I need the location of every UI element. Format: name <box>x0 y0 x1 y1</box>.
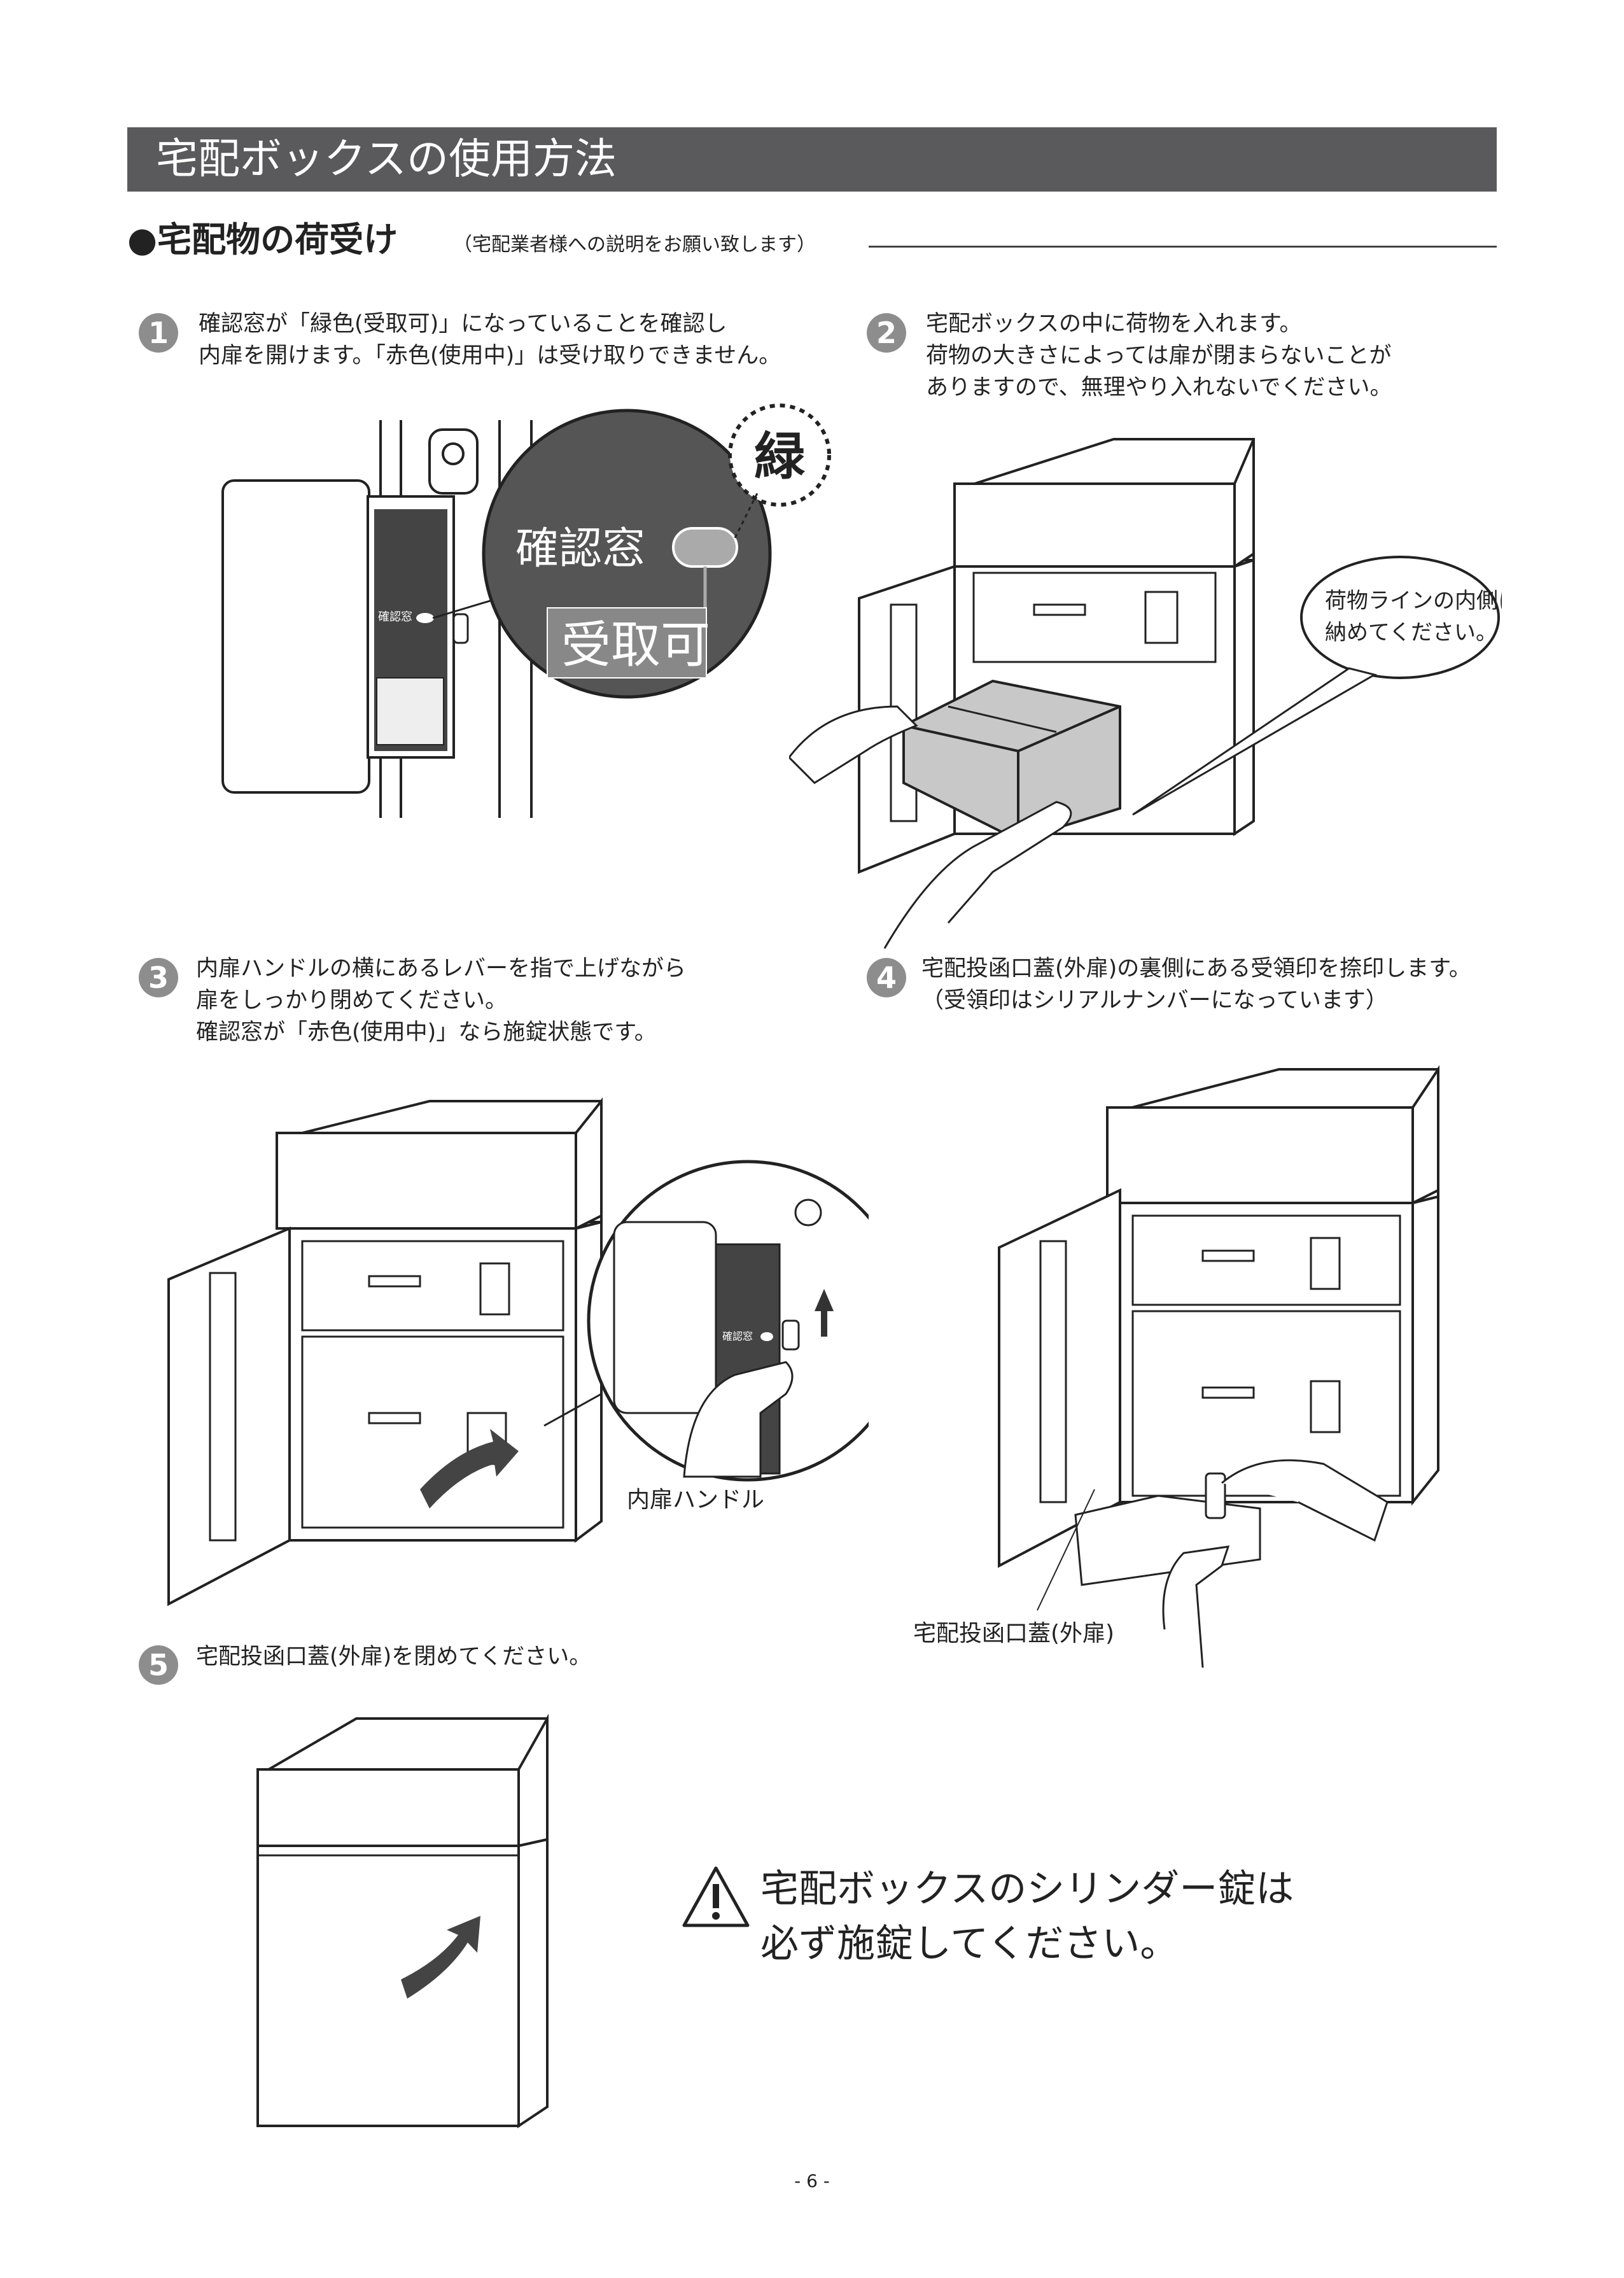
step-1-badge: 1 <box>139 313 178 353</box>
header-banner: 宅配ボックスの使用方法 <box>127 127 1497 192</box>
zoom-confirm-label: 確認窓 <box>515 524 645 574</box>
figure-stamp-receipt <box>998 1065 1439 1668</box>
step-1-text: 確認窓が「緑色(受取可)」になっていることを確認し 内扉を開けます。「赤色(使用… <box>199 308 781 372</box>
panel-label: 確認窓 <box>378 610 412 624</box>
figure-close-inner-door: 確認窓 <box>167 1097 869 1607</box>
step-4-text: 宅配投函口蓋(外扉)の裏側にある受領印を捺印します。 （受領印はシリアルナンバー… <box>921 953 1471 1016</box>
figure-close-outer-door <box>256 1713 549 2128</box>
section-rule <box>869 246 1497 248</box>
page-number: - 6 - <box>794 2170 830 2191</box>
warning-line: 必ず施錠してください。 <box>760 1922 1179 1966</box>
color-label: 緑 <box>754 427 806 486</box>
section-heading: ●宅配物の荷受け <box>127 220 398 260</box>
fig3-caption: 内扉ハンドル <box>627 1487 765 1513</box>
step-3-badge: 3 <box>139 958 178 997</box>
warning-line: 宅配ボックスのシリンダー錠は <box>760 1867 1294 1911</box>
step-2-line: ありますので、無理やり入れないでください。 <box>926 375 1392 400</box>
step-1-line: 確認窓が「緑色(受取可)」になっていることを確認し <box>199 311 727 337</box>
callout-line: 納めてください。 <box>1325 620 1497 645</box>
step-5-line: 宅配投函口蓋(外扉)を閉めてください。 <box>196 1644 592 1670</box>
panel-label: 確認窓 <box>722 1330 753 1342</box>
step-2-badge: 2 <box>867 313 906 353</box>
step-3-text: 内扉ハンドルの横にあるレバーを指で上げながら 扉をしっかり閉めてください。 確認… <box>196 953 686 1048</box>
step-1-line: 内扉を開けます。「赤色(使用中)」は受け取りできません。 <box>199 343 781 369</box>
step-5-text: 宅配投函口蓋(外扉)を閉めてください。 <box>196 1641 591 1673</box>
step-3-line: 確認窓が「赤色(使用中)」なら施錠状態です。 <box>196 1020 657 1045</box>
figure-confirm-window: 確認窓 確認窓 受取可 緑 <box>221 404 831 818</box>
section-note: （宅配業者様への説明をお願い致します） <box>453 234 816 256</box>
step-2-line: 荷物の大きさによっては扉が閉まらないことが <box>926 343 1392 369</box>
step-4-badge: 4 <box>867 958 906 997</box>
step-3-line: 内扉ハンドルの横にあるレバーを指で上げながら <box>196 956 687 981</box>
step-2-line: 宅配ボックスの中に荷物を入れます。 <box>926 311 1302 337</box>
fig4-caption: 宅配投函口蓋(外扉) <box>913 1621 1115 1647</box>
step-4-line: （受領印はシリアルナンバーになっています） <box>921 988 1388 1013</box>
status-label: 受取可 <box>561 617 710 674</box>
step-5-badge: 5 <box>139 1645 178 1685</box>
warning-triangle-icon <box>682 1866 750 1927</box>
figure-insert-package: 荷物ラインの内側に 納めてください。 <box>789 438 1502 949</box>
page-title: 宅配ボックスの使用方法 <box>156 134 617 183</box>
step-3-line: 扉をしっかり閉めてください。 <box>196 988 507 1013</box>
step-4-line: 宅配投函口蓋(外扉)の裏側にある受領印を捺印します。 <box>921 956 1471 981</box>
callout-line: 荷物ラインの内側に <box>1325 588 1502 614</box>
warning-text: 宅配ボックスのシリンダー錠は 必ず施錠してください。 <box>760 1862 1294 1971</box>
step-2-text: 宅配ボックスの中に荷物を入れます。 荷物の大きさによっては扉が閉まらないことが … <box>926 308 1392 404</box>
